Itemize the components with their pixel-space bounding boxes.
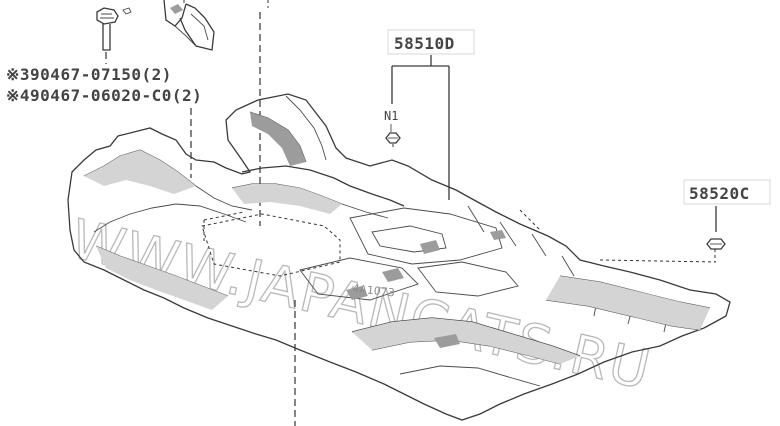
side-clip-dashed-guide [599, 259, 717, 263]
inner-dashed-guide [203, 211, 245, 242]
diagram-code: 4A1073 [352, 282, 396, 299]
top-clip-group [96, 0, 269, 64]
part-label-main-bracket [391, 55, 450, 200]
clip-label-2: ※490467-06020-C0(2) [6, 86, 202, 105]
part-label-side-box [683, 179, 771, 205]
part-label-main: 58510D [394, 34, 455, 53]
part-label-side: 58520C [689, 184, 750, 203]
part-label-main-box [387, 29, 475, 55]
clip-label-1: ※390467-07150(2) [6, 65, 172, 84]
floor-carpet-shading [84, 112, 710, 364]
clip-side-icon [706, 238, 726, 262]
watermark-text: WWW.JAPANCATS.RU [65, 207, 657, 402]
clip-n1-label: N1 [384, 109, 398, 123]
clip-n1-icon [385, 124, 401, 150]
clip-head-icon [96, 7, 119, 25]
